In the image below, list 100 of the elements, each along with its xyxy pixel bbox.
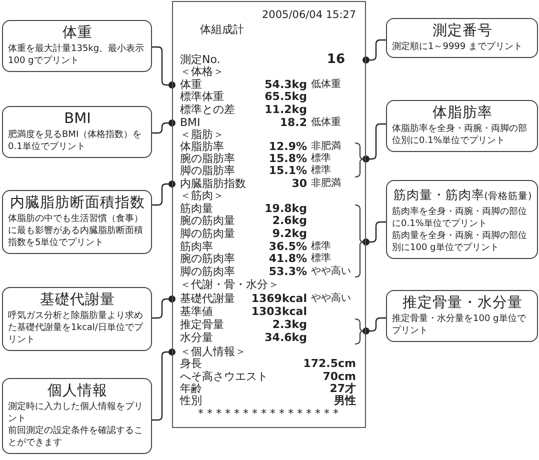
measurement-value: 27才 xyxy=(330,383,356,395)
measurement-label: 脚の筋肉量 xyxy=(180,228,235,240)
measurement-label: 腕の筋肉率 xyxy=(180,253,235,265)
callout-box xyxy=(386,100,538,152)
measurement-label: 基礎代謝量 xyxy=(180,293,235,305)
measurement-value: 18.2 xyxy=(280,117,307,129)
leader-line xyxy=(152,46,176,88)
measurement-label: 脚の脂肪率 xyxy=(180,165,235,177)
measurement-label: 身長 xyxy=(180,358,202,370)
measurement-value: 15.1% xyxy=(268,165,307,177)
status-text: 標準 xyxy=(311,241,331,252)
callout-subtitle: (骨格筋量) xyxy=(484,191,532,202)
callout-box xyxy=(386,290,538,342)
callout-text: 筋肉率を全身・両腕・両脚の部位に0.1%単位でプリント xyxy=(392,206,528,230)
measurement-value: 2.3kg xyxy=(272,319,307,331)
measurement-label: 筋肉率 xyxy=(180,241,213,253)
status-text: 標準 xyxy=(311,153,331,164)
measurement-label: 腕の脂肪率 xyxy=(180,153,235,165)
measurement-value: 2.6kg xyxy=(272,215,307,227)
measurement-label: 推定骨量 xyxy=(180,319,224,331)
leader-line xyxy=(362,221,386,246)
section-heading: ＜筋肉＞ xyxy=(180,190,224,202)
callout-box xyxy=(2,287,152,351)
receipt-paper xyxy=(172,1,366,428)
leader-line xyxy=(362,317,386,334)
measurement-value: 1303kcal xyxy=(251,306,307,318)
measurement-label: 年齢 xyxy=(180,383,202,395)
callout-title: 基礎代謝量 xyxy=(39,291,116,310)
measurement-value: 9.2kg xyxy=(272,228,307,240)
callout-title: 推定骨量・水分量 xyxy=(402,294,524,313)
section-heading: ＜代謝・骨・水分＞ xyxy=(180,279,279,291)
measurement-label: 測定No. xyxy=(180,54,220,66)
callout-title: 測定番号 xyxy=(432,22,494,41)
measurement-value: 19.8kg xyxy=(264,203,307,215)
measurement-label: 標準体重 xyxy=(180,91,224,103)
measurement-label: 内臓脂肪指数 xyxy=(180,178,246,190)
callout-text: 体脂肪の中でも生活習慣（食事）に最も影響がある内臓脂肪断面積指数を5単位でプリント xyxy=(8,213,144,249)
measurement-value: 70cm xyxy=(322,371,356,383)
measurement-value: 男性 xyxy=(334,395,356,407)
measurement-value: 36.5% xyxy=(268,241,307,253)
status-text: 標準 xyxy=(311,165,331,177)
measurement-value: 41.8% xyxy=(268,253,307,265)
measurement-value: 53.3% xyxy=(268,266,307,278)
measurement-label: へそ高さウエスト xyxy=(180,371,268,383)
leader-line xyxy=(362,39,386,64)
measurement-label: 性別 xyxy=(180,395,202,407)
callout-box xyxy=(2,190,152,254)
callout-text: 測定順に1～9999 までプリント xyxy=(392,41,524,53)
callout-text: 測定時に入力した個人情報をプリント xyxy=(8,401,144,425)
callout-title: 個人情報 xyxy=(46,382,108,401)
callout-box xyxy=(2,378,152,454)
section-heading: ＜脂肪＞ xyxy=(180,129,224,141)
callout-title: 体重 xyxy=(62,24,94,43)
measurement-label: 標準との差 xyxy=(180,104,235,116)
status-text: 非肥満 xyxy=(311,141,341,152)
callout-box xyxy=(386,18,538,58)
section-heading: ＜個人情報＞ xyxy=(180,346,246,358)
status-text: 低体重 xyxy=(311,79,341,91)
callout-title: 内臓脂肪断面積指数 xyxy=(9,194,146,213)
measurement-label: 基準値 xyxy=(180,306,213,318)
measurement-value: 54.3kg xyxy=(264,79,307,91)
section-heading: ＜体格＞ xyxy=(180,66,224,78)
measurement-value: 34.6kg xyxy=(264,332,307,344)
measurement-label: 体脂肪率 xyxy=(180,141,224,153)
status-text: やや高い xyxy=(311,293,351,305)
measurement-label: BMI xyxy=(180,117,200,129)
callout-text: 呼気ガス分析と除脂肪量より求めた基礎代謝量を1kcal/日単位でプリント xyxy=(8,310,144,346)
callout-box xyxy=(2,106,152,158)
measurement-value: 12.9% xyxy=(268,141,307,153)
callout-text: 体重を最大計量135kg、最小表示100 gでプリント xyxy=(8,43,146,67)
measurement-value: 30 xyxy=(292,178,307,190)
leader-line xyxy=(152,180,176,206)
measurement-label: 水分量 xyxy=(180,332,213,344)
callout-title: 筋肉量・筋肉率 xyxy=(393,187,484,202)
leader-line xyxy=(152,348,176,421)
measurement-value: 1369kcal xyxy=(251,293,307,305)
measurement-value: 172.5cm xyxy=(303,358,356,370)
timestamp: 2005/06/04 15:27 xyxy=(262,9,356,21)
callout-text: 肥満度を見るBMI（体格指数）を0.1単位でプリント xyxy=(8,129,143,153)
status-text: 非肥満 xyxy=(311,178,341,190)
callout-box xyxy=(386,180,538,259)
leader-line xyxy=(152,296,176,319)
measurement-value: 65.5kg xyxy=(264,91,307,103)
callout-box xyxy=(2,20,152,72)
measurement-label: 腕の筋肉量 xyxy=(180,215,235,227)
measurement-label: 筋肉量 xyxy=(180,203,213,215)
callout-text: 筋肉量を全身・両腕・両脚の部位別に100 g単位でプリント xyxy=(392,230,528,254)
status-text: やや高い xyxy=(311,266,351,278)
measurement-value: 15.8% xyxy=(268,153,307,165)
receipt-title: 体組成計 xyxy=(200,24,244,36)
leader-line xyxy=(362,123,386,162)
callout-text: 推定骨量・水分量を100 g単位でプリント xyxy=(392,313,527,337)
callout-text: 前回測定の設定条件を確認することができます xyxy=(8,425,144,449)
measurement-number: 16 xyxy=(326,54,345,66)
status-text: 標準 xyxy=(311,253,331,265)
callout-title: 体脂肪率 xyxy=(432,104,494,123)
leader-line xyxy=(152,120,176,134)
asterisk-divider: **************** xyxy=(198,408,342,420)
measurement-label: 脚の筋肉率 xyxy=(180,266,235,278)
measurement-value: 11.2kg xyxy=(264,104,307,116)
